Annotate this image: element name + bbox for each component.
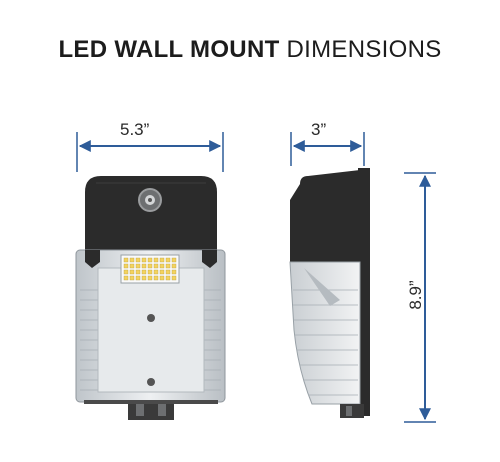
depth-label: 3” <box>311 120 327 139</box>
front-view-fixture <box>75 176 226 420</box>
depth-arrow <box>290 132 365 166</box>
led-array <box>120 254 180 284</box>
photocell-sensor-icon <box>138 188 162 212</box>
height-arrow <box>404 172 436 423</box>
title-light: DIMENSIONS <box>286 36 442 63</box>
title-bold: LED WALL MOUNT <box>58 36 280 63</box>
width-label: 5.3” <box>120 120 150 139</box>
page-title: LED WALL MOUNT DIMENSIONS <box>0 36 500 64</box>
side-view-fixture <box>289 168 370 418</box>
screw-icon <box>147 378 155 386</box>
width-arrow <box>76 132 224 172</box>
screw-icon <box>147 314 155 322</box>
